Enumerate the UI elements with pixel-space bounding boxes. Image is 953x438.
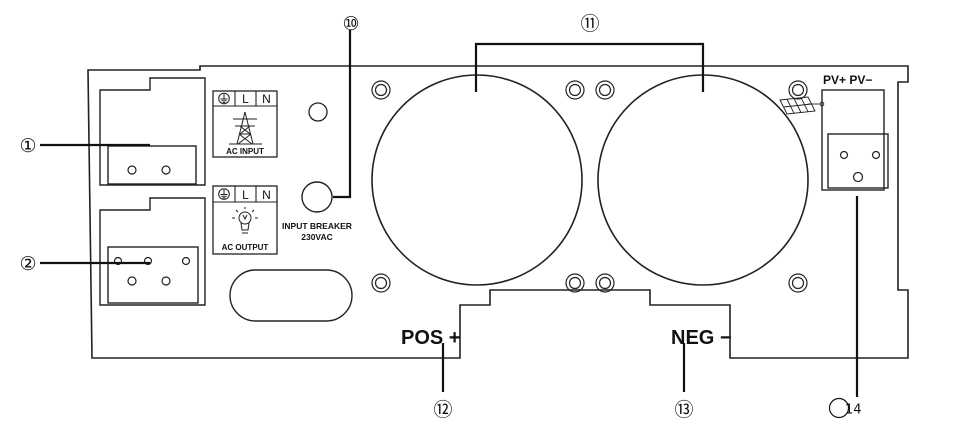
ac-input-n-terminal-label: N	[262, 92, 271, 106]
round-port	[308, 102, 328, 122]
callout-14: 14	[845, 403, 862, 418]
power-pylon-icon	[229, 111, 262, 145]
panel-outline	[87, 65, 909, 359]
callout-12: ⑫	[433, 399, 452, 421]
solar-panel-icon	[779, 96, 825, 115]
ac-input-label: AC INPUT	[226, 147, 264, 156]
callout-11: ⑪	[580, 13, 599, 35]
callout-14-circle	[828, 397, 850, 419]
mounting-screws	[371, 80, 808, 293]
pos-terminal-label: POS +	[401, 327, 460, 349]
pv-label: PV+ PV−	[823, 73, 872, 87]
ac-input-l-terminal-label: L	[242, 92, 249, 106]
neg-terminal-label: NEG −	[671, 327, 732, 349]
ac-output-label: AC OUTPUT	[222, 243, 269, 252]
callout-leaders	[40, 30, 859, 397]
ac-input-label-box: L N AC INPUT	[212, 90, 278, 158]
ac-output-terminal	[99, 197, 206, 306]
ac-input-terminal	[99, 77, 206, 186]
callout-2: ②	[19, 253, 36, 275]
oval-slot	[229, 269, 353, 322]
callout-13: ⑬	[674, 399, 693, 421]
cooling-fan-left	[371, 74, 583, 286]
input-breaker-label: INPUT BREAKER	[282, 221, 352, 231]
ac-output-n-terminal-label: N	[262, 188, 271, 202]
ac-output-label-box: L N AC OUTPUT	[212, 185, 278, 255]
input-breaker	[301, 181, 333, 213]
callout-1: ①	[19, 135, 36, 157]
pv-terminal: PV+ PV−	[821, 73, 889, 191]
ground-icon	[218, 188, 230, 200]
light-bulb-icon	[232, 207, 258, 234]
input-breaker-rating: 230VAC	[301, 232, 333, 242]
ground-icon	[218, 92, 230, 105]
callout-10: ⑩	[342, 13, 359, 35]
ac-output-l-terminal-label: L	[242, 188, 249, 202]
cooling-fan-right	[597, 74, 809, 286]
